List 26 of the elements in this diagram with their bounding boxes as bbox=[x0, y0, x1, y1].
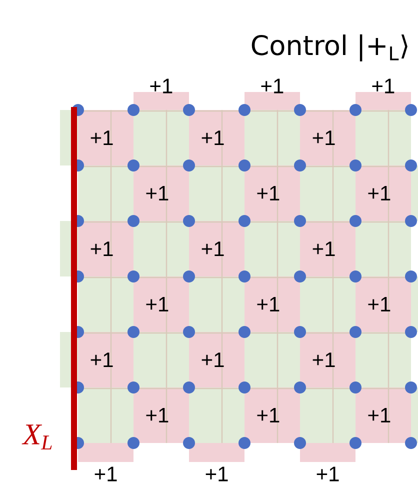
stabilizer-value: +1 bbox=[90, 130, 113, 146]
stabilizer-value: +1 bbox=[94, 466, 117, 482]
stabilizer-value: +1 bbox=[316, 466, 339, 482]
stabilizer-value: +1 bbox=[372, 78, 394, 94]
stabilizer-value: +1 bbox=[368, 408, 390, 422]
stabilizer-value: +1 bbox=[202, 352, 224, 368]
stabilizer-value: +1 bbox=[150, 78, 172, 94]
stabilizer-value: +1 bbox=[146, 186, 168, 200]
stabilizer-value: +1 bbox=[257, 186, 280, 200]
stabilizer-value: +1 bbox=[206, 466, 228, 482]
stabilizer-value: +1 bbox=[257, 296, 280, 312]
stabilizer-value: +1 bbox=[146, 296, 168, 312]
title: Control |+$_{L}$⟩ bbox=[252, 34, 408, 62]
stabilizer-value: +1 bbox=[368, 296, 390, 312]
stabilizer-value: +1 bbox=[90, 242, 113, 256]
stabilizer-value: +1 bbox=[146, 408, 168, 422]
stabilizer-value: +1 bbox=[312, 352, 335, 368]
stabilizer-value: +1 bbox=[257, 408, 280, 422]
stabilizer-value: +1 bbox=[261, 78, 284, 94]
stabilizer-value: +1 bbox=[312, 242, 335, 256]
operator-label: X$_{L}$ bbox=[22, 424, 52, 450]
stabilizer-value: +1 bbox=[312, 130, 335, 146]
stabilizer-value: +1 bbox=[90, 352, 113, 368]
stabilizer-value: +1 bbox=[202, 130, 224, 146]
stabilizer-value: +1 bbox=[202, 242, 224, 256]
stabilizer-value: +1 bbox=[368, 186, 390, 200]
